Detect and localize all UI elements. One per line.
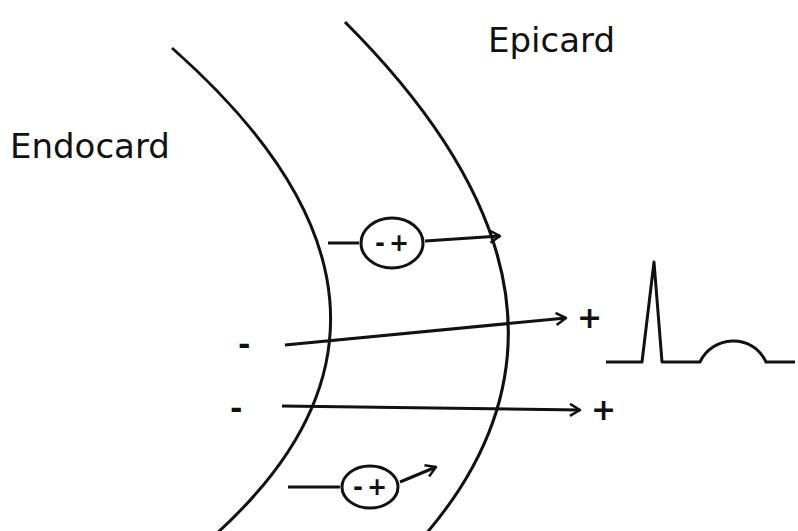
charge-sign: + — [389, 231, 409, 255]
charge-sign: + — [367, 475, 387, 499]
vector-arrow — [282, 406, 580, 410]
charge-sign: - — [238, 330, 250, 360]
dipole-circle: -+ — [340, 464, 400, 510]
charge-sign: - — [375, 231, 385, 255]
dipole-arrow — [400, 467, 436, 482]
layer-label: Epicard — [488, 23, 615, 57]
ecg-trace — [606, 262, 795, 362]
endocardium-arc — [172, 48, 331, 531]
charge-sign: - — [230, 394, 242, 424]
charge-sign: + — [577, 303, 602, 333]
vector-arrow — [285, 318, 566, 345]
dipole-arrow — [425, 236, 500, 241]
dipole-tail — [328, 242, 359, 245]
layer-label: Endocard — [10, 129, 170, 163]
charge-sign: - — [353, 475, 363, 499]
charge-sign: + — [591, 395, 616, 425]
epicardium-arc — [345, 22, 508, 531]
dipole-circle: -+ — [359, 216, 425, 270]
dipole-tail — [288, 486, 340, 489]
